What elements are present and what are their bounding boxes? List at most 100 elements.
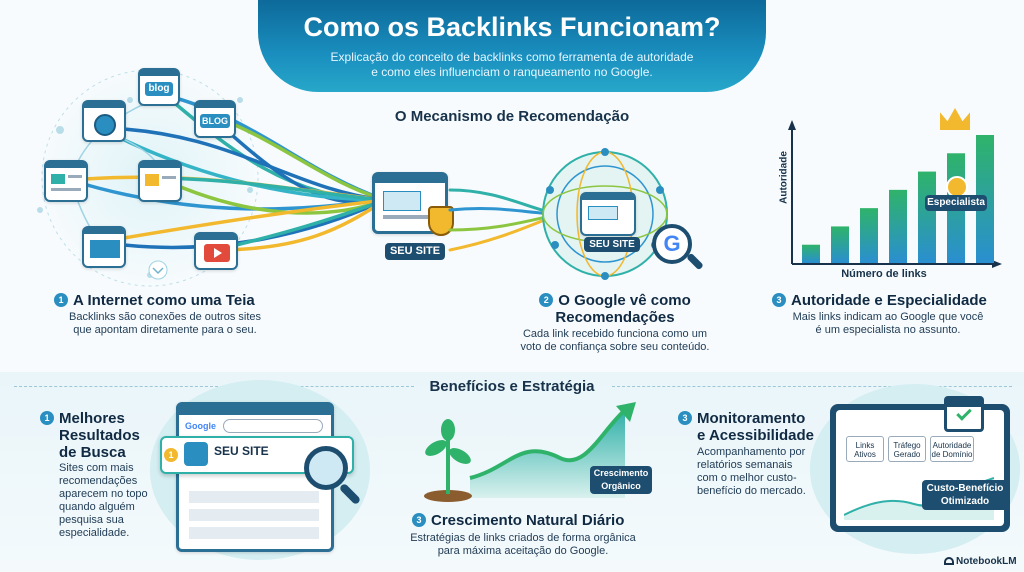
step-number: 3 bbox=[772, 293, 786, 307]
dashboard-cell-traffic: Tráfego Gerado bbox=[888, 436, 926, 462]
chart-bar bbox=[889, 189, 907, 263]
step-title-line2: Recomendações bbox=[555, 309, 675, 326]
page-title: Como os Backlinks Funcionam? bbox=[303, 12, 721, 42]
cost-benefit-badge: Custo-Benefício Otimizado bbox=[922, 480, 1008, 510]
step-1-desc: Backlinks são conexões de outros sites q… bbox=[40, 311, 290, 337]
google-network bbox=[448, 148, 668, 280]
desc-line: voto de confiança sobre seu conteúdo. bbox=[520, 341, 710, 353]
step-number: 3 bbox=[678, 411, 692, 425]
x-axis-label: Número de links bbox=[841, 268, 927, 280]
notebooklm-icon bbox=[944, 557, 954, 565]
benefits-title: Benefícios e Estratégia bbox=[429, 378, 595, 395]
divider-right bbox=[612, 386, 1012, 387]
badge-line: Otimizado bbox=[940, 496, 990, 507]
rank-badge: 1 bbox=[164, 448, 178, 462]
globe-site-card bbox=[82, 100, 126, 142]
subtitle-line-1: Explicação do conceito de backlinks como… bbox=[330, 50, 694, 64]
your-site-card bbox=[372, 172, 448, 234]
web-orbit bbox=[41, 69, 259, 287]
specialist-badge: Especialista bbox=[925, 195, 987, 211]
page-subtitle: Explicação do conceito de backlinks como… bbox=[258, 50, 766, 80]
y-axis-label: Autoridade bbox=[778, 151, 790, 204]
desc-line: quando alguém bbox=[59, 501, 135, 513]
divider-left bbox=[14, 386, 414, 387]
benefit-1-desc: Sites com mais recomendações aparecem no… bbox=[59, 462, 169, 540]
chart-bar bbox=[860, 208, 878, 263]
document-card bbox=[138, 160, 182, 202]
mechanism-title: O Mecanismo de Recomendação bbox=[394, 108, 630, 125]
step-title: A Internet como uma Teia bbox=[73, 292, 255, 309]
blog-card-2: BLOG bbox=[194, 100, 236, 138]
growth-badge: Crescimento Orgânico bbox=[590, 466, 652, 494]
blog-label-2: BLOG bbox=[200, 114, 230, 128]
desc-line: Mais links indicam ao Google que você bbox=[792, 311, 984, 323]
desc-line: Sites com mais bbox=[59, 462, 134, 474]
globe-icon bbox=[184, 442, 208, 466]
chart-icon bbox=[90, 240, 120, 258]
step-3-desc: Mais links indicam ao Google que você é … bbox=[772, 311, 1004, 337]
dashboard-cell-authority: Autoridade de Domínio bbox=[930, 436, 974, 462]
brand-name: NotebookLM bbox=[956, 556, 1017, 567]
desc-line: relatórios semanais bbox=[697, 459, 793, 471]
chevron-down-icon bbox=[148, 260, 168, 280]
chart-bar bbox=[831, 226, 849, 263]
step-number: 1 bbox=[54, 293, 68, 307]
soil bbox=[424, 490, 472, 502]
step-2-desc: Cada link recebido funciona como um voto… bbox=[505, 328, 725, 354]
web-nodes bbox=[37, 97, 253, 278]
desc-line: recomendações bbox=[59, 475, 138, 487]
desc-line: com o melhor custo- bbox=[697, 472, 797, 484]
chart-bar bbox=[802, 244, 820, 263]
benefit-title-line: Melhores bbox=[59, 410, 125, 427]
authority-chart bbox=[788, 120, 1002, 268]
chart-site-card bbox=[82, 226, 126, 268]
badge-line: Crescimento bbox=[593, 468, 649, 478]
step-title: O Google vê como bbox=[558, 292, 691, 309]
magnifier-icon bbox=[304, 446, 348, 490]
leaf-icon bbox=[425, 440, 447, 456]
video-card bbox=[194, 232, 238, 270]
desc-line: especialidade. bbox=[59, 527, 130, 539]
step-number: 1 bbox=[40, 411, 54, 425]
desc-line: Acompanhamento por bbox=[697, 446, 806, 458]
desc-line: que apontam diretamente para o seu. bbox=[73, 324, 257, 336]
search-browser: Google bbox=[176, 402, 334, 552]
benefit-title-line: Monitoramento bbox=[697, 410, 806, 427]
document-icon bbox=[145, 174, 159, 186]
brand-logo: NotebookLM bbox=[944, 556, 1024, 567]
search-bar[interactable] bbox=[223, 419, 323, 433]
google-magnifier-icon: G bbox=[652, 224, 692, 264]
top-result-label: SEU SITE bbox=[214, 444, 269, 458]
calendar-check-icon bbox=[944, 396, 984, 432]
badge-line: Custo-Benefício bbox=[926, 483, 1004, 494]
desc-line: para máxima aceitação do Google. bbox=[437, 545, 609, 557]
arrow-up-icon bbox=[616, 402, 636, 422]
benefit-title: Crescimento Natural Diário bbox=[431, 512, 625, 529]
header-banner bbox=[258, 0, 766, 92]
google-site-label: SEU SITE bbox=[584, 237, 640, 252]
benefit-title-line: Resultados bbox=[59, 427, 140, 444]
image-icon bbox=[51, 174, 65, 184]
benefit-2: 3 Crescimento Natural Diário bbox=[412, 512, 634, 529]
desc-line: é um especialista no assunto. bbox=[815, 324, 961, 336]
your-site-label: SEU SITE bbox=[385, 243, 445, 260]
desc-line: pesquisa sua bbox=[59, 514, 124, 526]
benefit-2-desc: Estratégias de links criados de forma or… bbox=[400, 532, 646, 558]
step-1: 1 A Internet como uma Teia bbox=[54, 292, 284, 309]
google-site-card bbox=[580, 192, 636, 236]
desc-line: Cada link recebido funciona como um bbox=[522, 328, 708, 340]
step-number: 3 bbox=[412, 513, 426, 527]
dashboard-cell-links: Links Ativos bbox=[846, 436, 884, 462]
badge-line: Orgânico bbox=[601, 481, 641, 491]
benefit-title-line: e Acessibilidade bbox=[697, 427, 814, 444]
desc-line: Backlinks são conexões de outros sites bbox=[69, 311, 261, 323]
chart-bar bbox=[918, 171, 936, 263]
article-card bbox=[44, 160, 88, 202]
step-2: 2 O Google vê como Recomendações bbox=[520, 292, 710, 326]
globe-icon bbox=[94, 114, 116, 136]
step-number: 2 bbox=[539, 293, 554, 307]
growth-line bbox=[469, 408, 627, 480]
subtitle-line-2: e como eles influenciam o ranqueamento n… bbox=[371, 65, 653, 79]
